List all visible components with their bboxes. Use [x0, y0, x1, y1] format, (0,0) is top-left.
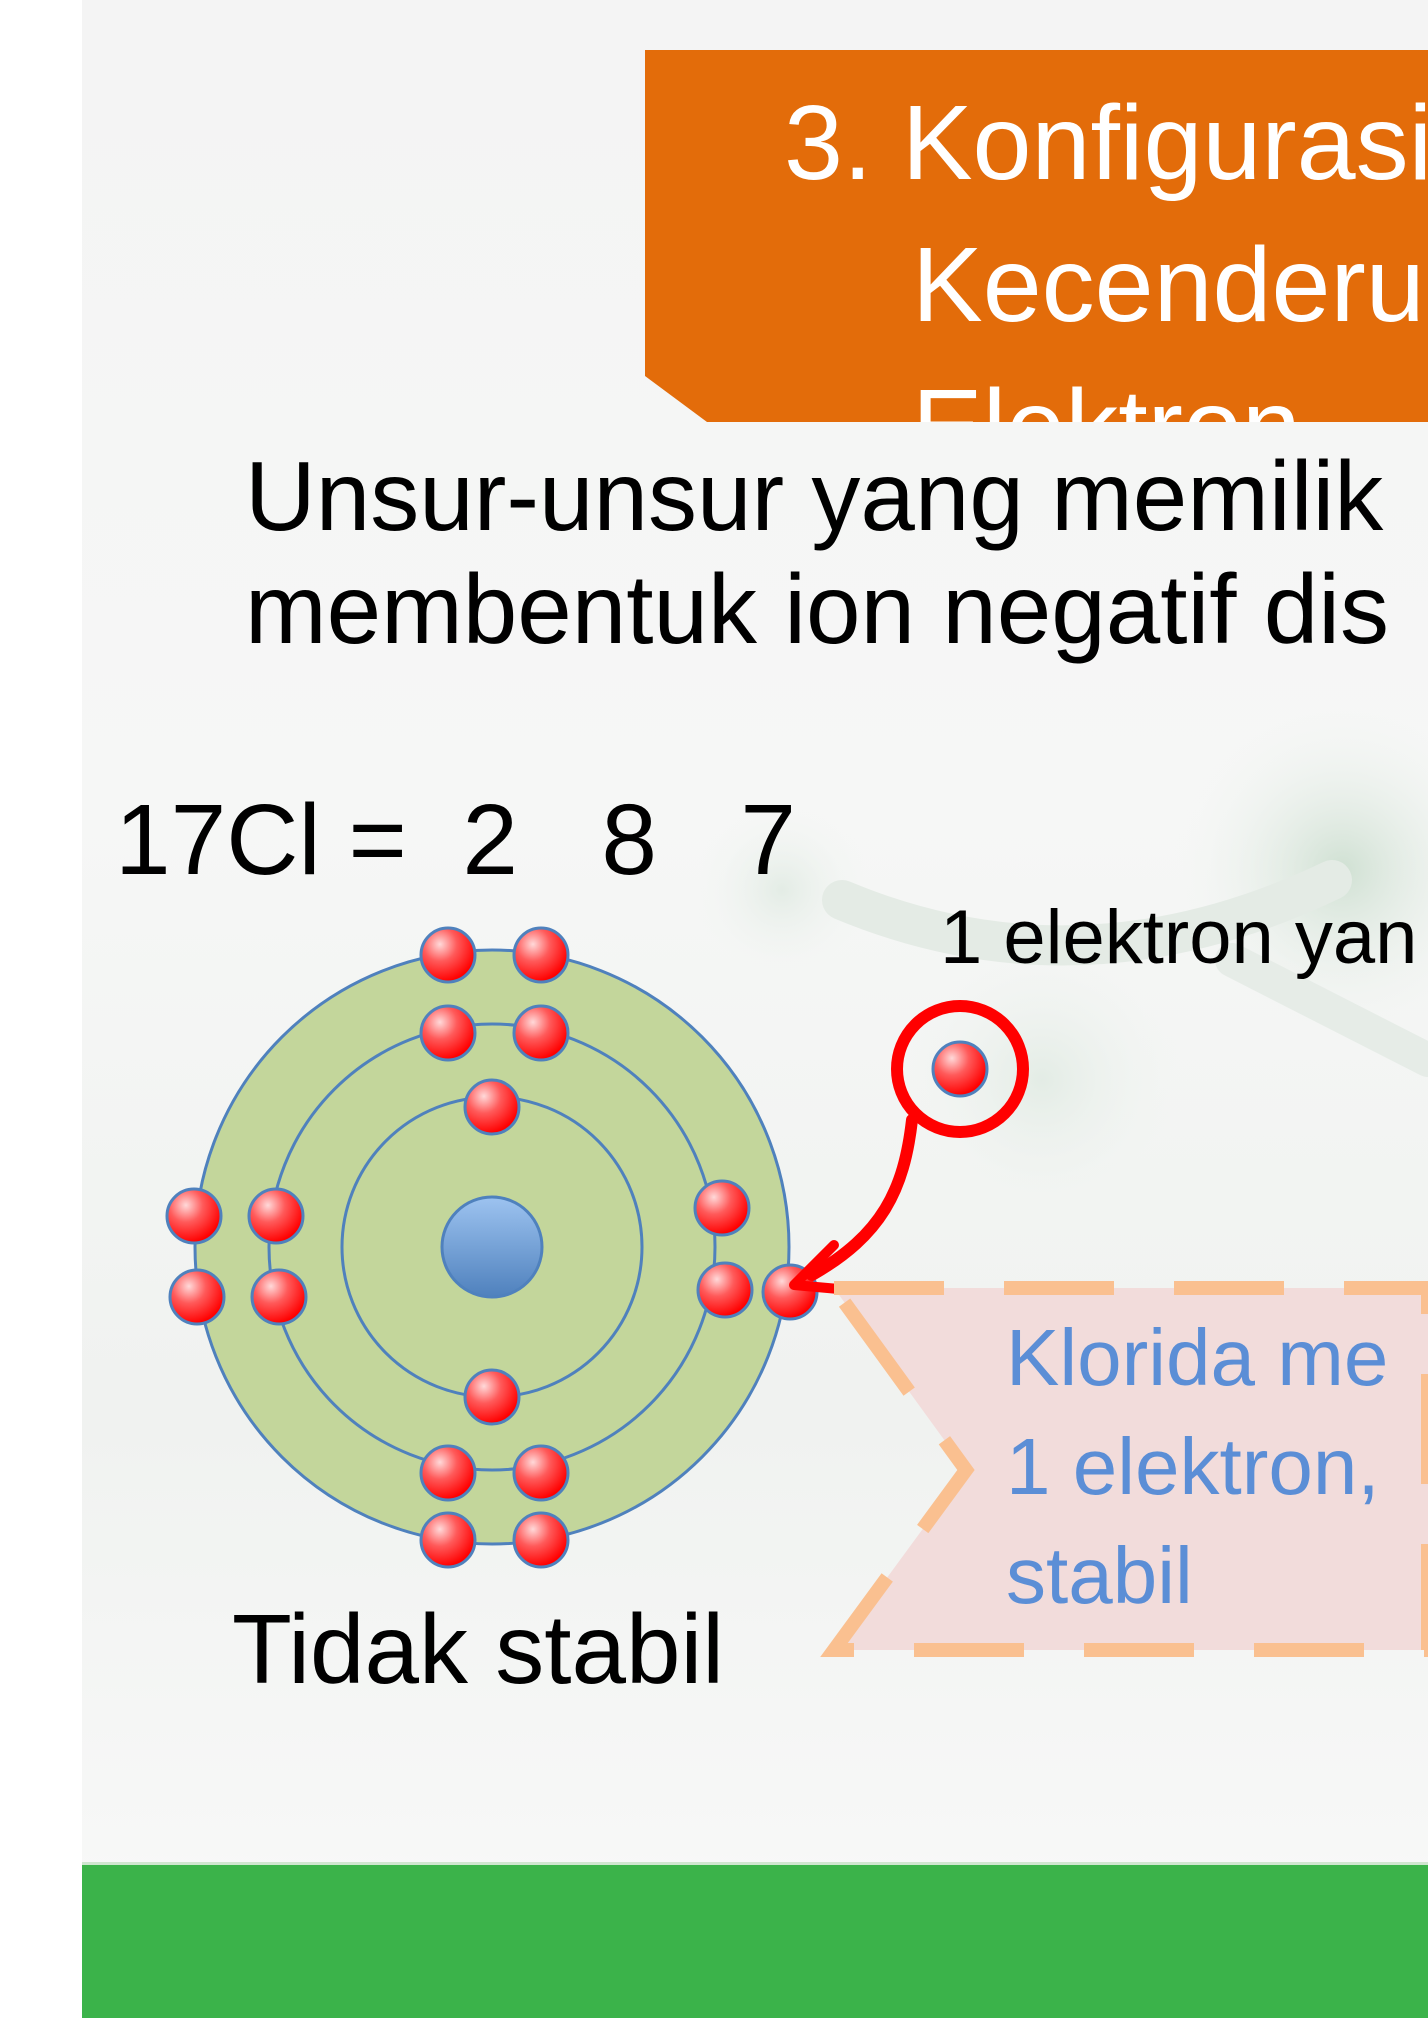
- electron: [247, 1187, 305, 1245]
- title-line-1: 3. Konfigurasi: [784, 84, 1428, 202]
- electron: [512, 1511, 570, 1569]
- callout-text-line-2: 1 elektron,: [1006, 1422, 1380, 1511]
- electron: [419, 1004, 477, 1062]
- electron: [463, 1078, 521, 1136]
- electron: [419, 1444, 477, 1502]
- title-box: 3. Konfigurasi Kecenderun Elektron: [645, 50, 1428, 422]
- electron: [512, 1004, 570, 1062]
- electron: [250, 1268, 308, 1326]
- electron-configuration: 17Cl = 2 8 7: [115, 784, 796, 896]
- callout-text-line-3: stabil: [1006, 1531, 1193, 1620]
- stability-label: Tidak stabil: [232, 1594, 725, 1704]
- title-line-2: Kecenderun: [912, 226, 1428, 344]
- lone-electron-label: 1 elektron yan: [940, 895, 1418, 980]
- callout-box: [820, 1281, 1428, 1657]
- body-text-line-1: Unsur-unsur yang memilik: [245, 441, 1384, 551]
- body-text-line-2: membentuk ion negatif dis: [245, 554, 1389, 664]
- electron: [693, 1179, 751, 1237]
- electron: [512, 926, 570, 984]
- electrons-shell-2: [247, 1004, 754, 1502]
- arrow-head-icon: [789, 1240, 855, 1295]
- electron: [419, 926, 477, 984]
- electron: [463, 1368, 521, 1426]
- title-line-3: Elektron: [912, 374, 1301, 422]
- incoming-electron: [931, 1040, 989, 1098]
- incoming-electron-highlight-ring: [891, 1000, 1029, 1138]
- nucleus: [440, 1195, 544, 1299]
- electron: [696, 1261, 754, 1319]
- electron: [419, 1511, 477, 1569]
- electrons-shell-3: [165, 926, 819, 1569]
- chlorine-atom-diagram: [165, 926, 1428, 1657]
- electron: [165, 1187, 223, 1245]
- slide: 3. Konfigurasi Kecenderun Elektron Unsur…: [82, 0, 1428, 2018]
- orbit-2: [267, 1022, 717, 1472]
- incoming-electron-arrow: [806, 1114, 918, 1281]
- electron: [512, 1444, 570, 1502]
- footer-bar: [82, 1862, 1428, 2018]
- electrons-shell-1: [463, 1078, 521, 1426]
- callout-text-line-1: Klorida me: [1006, 1313, 1389, 1402]
- electron: [168, 1268, 226, 1326]
